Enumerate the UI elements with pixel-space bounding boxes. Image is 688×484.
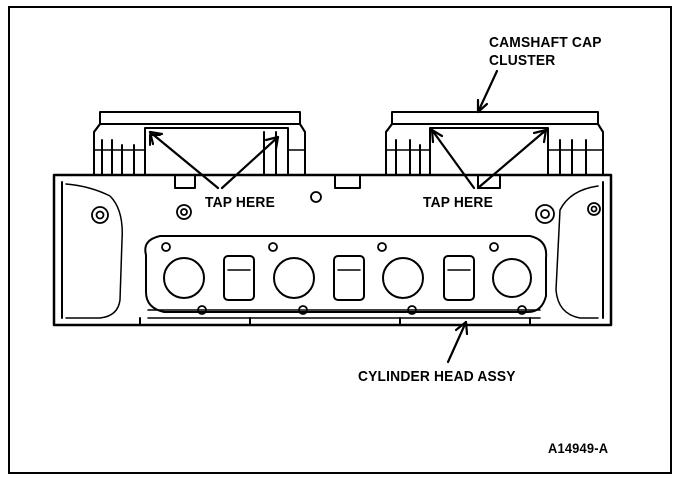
tap-arrow-left-b	[220, 135, 280, 190]
tap-here-label-right: TAP HERE	[423, 194, 493, 211]
camshaft-cap-cluster-label-line1: CAMSHAFT CAP	[489, 34, 602, 51]
cylinder-head-body	[52, 173, 613, 327]
camshaft-cap-cluster-label-line2: CLUSTER	[489, 52, 556, 69]
bolt-holes	[91, 191, 601, 315]
port-round-1	[163, 257, 205, 299]
camshaft-cap-leader	[476, 69, 499, 114]
tap-here-arrows	[148, 128, 548, 190]
camshaft-cap-cluster-left	[93, 111, 306, 176]
tap-arrow-right-b	[476, 128, 548, 190]
port-square-1	[223, 255, 255, 301]
port-round-3	[382, 257, 424, 299]
figure-border	[8, 6, 672, 474]
figure-id-label: A14949-A	[548, 440, 609, 456]
port-square-3	[443, 255, 475, 301]
tap-here-label-left: TAP HERE	[205, 194, 275, 211]
cylinder-head-assy-leader	[446, 320, 469, 364]
tap-arrow-right-a	[430, 128, 476, 190]
tap-arrow-left-a	[148, 130, 220, 190]
cylinder-head-assy-label: CYLINDER HEAD ASSY	[358, 368, 516, 385]
intake-ports	[163, 255, 532, 301]
port-round-4	[492, 258, 532, 298]
port-round-2	[273, 257, 315, 299]
port-square-2	[333, 255, 365, 301]
camshaft-cap-cluster-right	[385, 111, 604, 176]
